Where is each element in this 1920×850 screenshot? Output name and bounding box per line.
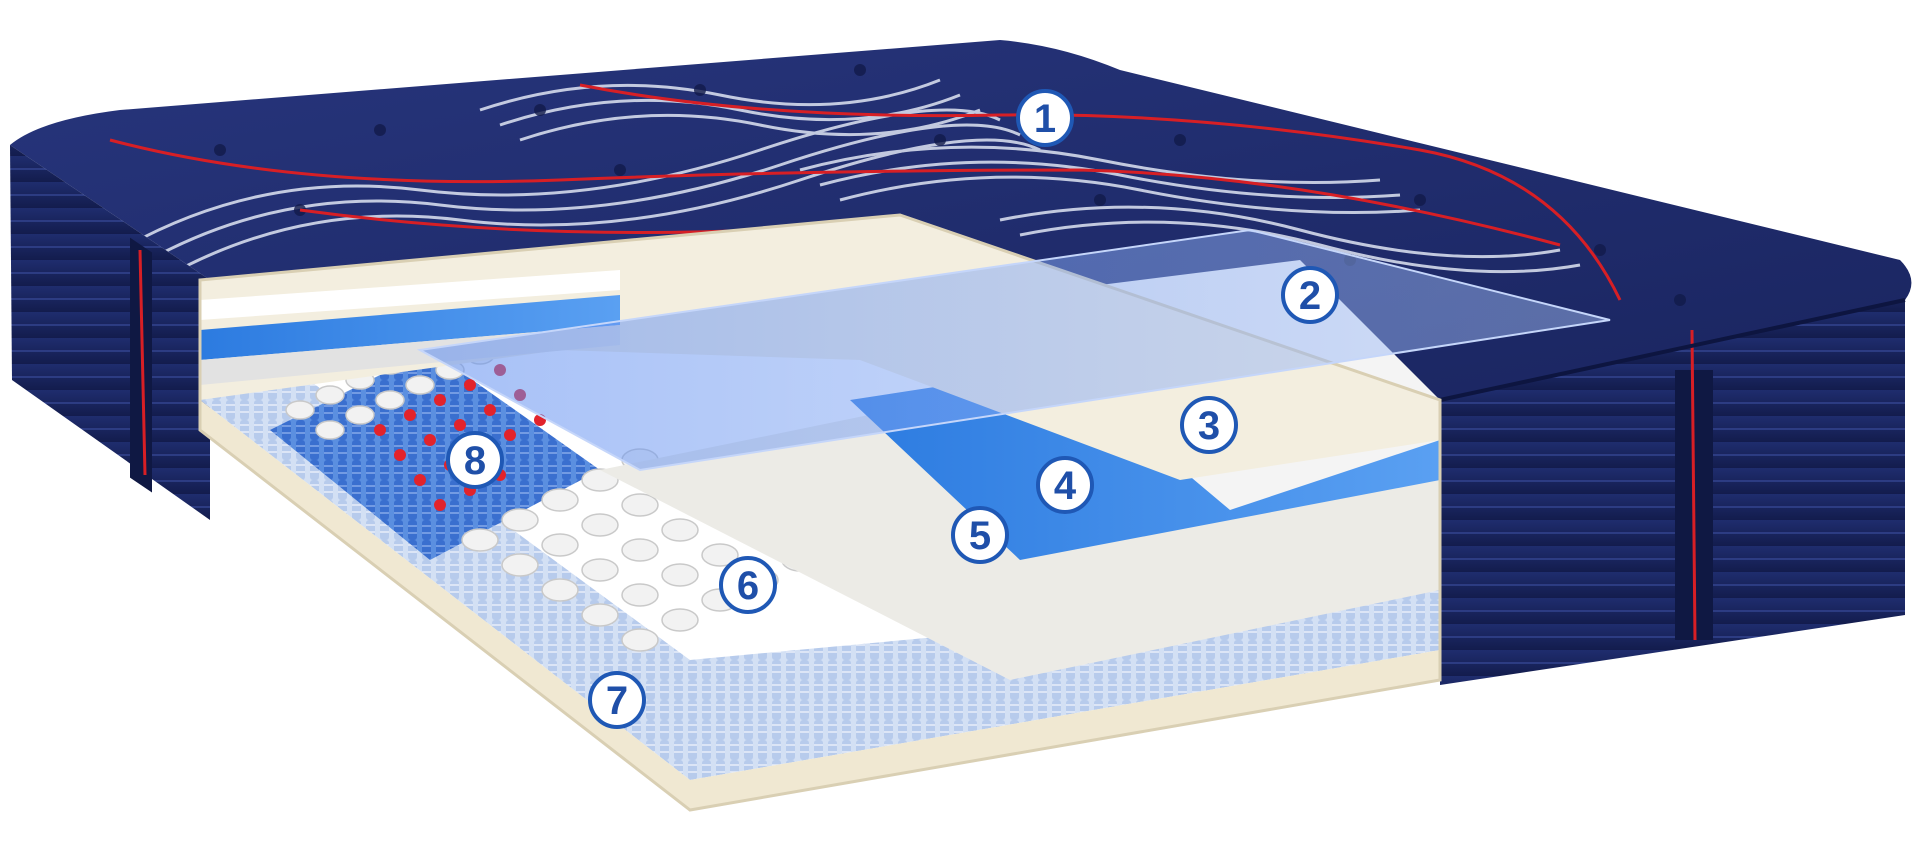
left-handle [130,237,152,493]
mattress-left-side [10,145,210,520]
callout-8: 8 [446,431,504,489]
callout-7-label: 7 [606,679,628,723]
callout-1: 1 [1016,89,1074,147]
left-red-piping [138,249,147,476]
top-red-piping [109,83,1622,301]
coil-blue-zone [270,350,600,560]
callout-1-label: 1 [1034,97,1056,141]
callout-5: 5 [951,506,1009,564]
right-red-piping [1690,329,1697,641]
callout-6-label: 6 [737,564,759,608]
callout-6: 6 [719,556,777,614]
callout-5-label: 5 [969,514,991,558]
mattress-right-side [1440,300,1905,685]
callout-2-label: 2 [1299,274,1321,318]
coil-face-right [690,590,1440,780]
top-wave-stripes [119,78,1581,282]
base-tray-edge [200,400,1440,810]
callout-4: 4 [1036,456,1094,514]
cutaway-outline [198,213,1442,812]
right-top-edge-piping [1439,298,1906,402]
callout-7: 7 [588,671,646,729]
callout-3: 3 [1180,396,1238,454]
callout-4-label: 4 [1054,464,1077,508]
callout-3-label: 3 [1198,404,1220,448]
callout-8-label: 8 [464,439,486,483]
top-tufts [214,64,1686,306]
callout-2: 2 [1281,266,1339,324]
